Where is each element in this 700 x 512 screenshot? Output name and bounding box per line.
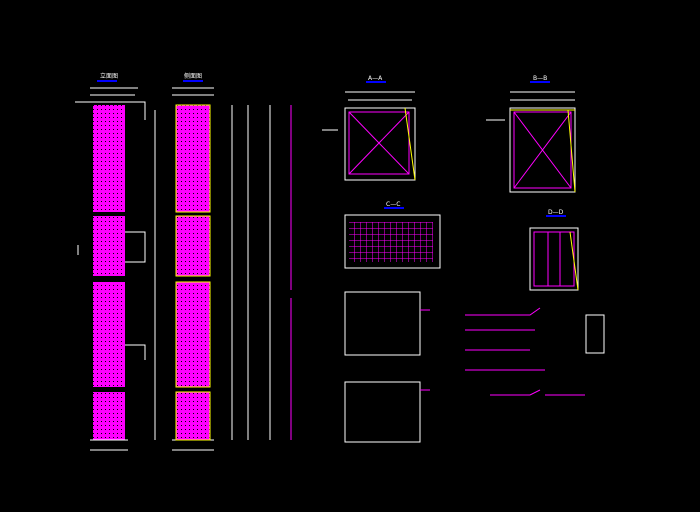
dimension-lines (322, 91, 415, 131)
rebar-segment (175, 104, 211, 213)
leader-lines (420, 309, 430, 391)
detail-box (585, 314, 605, 354)
rebar-segment (93, 392, 125, 440)
outline-edge (510, 109, 576, 193)
dimension-lines (172, 87, 214, 451)
section-outline (344, 107, 416, 181)
rebar-cage (533, 231, 575, 287)
section-c-c: C—C (344, 201, 441, 269)
outline-edge (569, 231, 579, 291)
dimension-lines (486, 91, 575, 121)
rebar-segment (93, 282, 125, 387)
outline-edge (404, 107, 416, 181)
rebar-cage (348, 111, 410, 175)
rebar-details (344, 291, 605, 443)
rebar-diagonals (513, 111, 572, 189)
rebar-grid (349, 222, 433, 262)
dimension-lines (77, 110, 156, 451)
side-title: 侧面图 (184, 72, 202, 80)
side-view: 侧面图 (172, 72, 292, 451)
rebar-diagonals (348, 111, 410, 175)
section-d-title: D—D (548, 209, 564, 216)
section-outline (529, 227, 579, 291)
section-c-title: C—C (386, 201, 400, 208)
section-b-b: B—B (486, 75, 576, 193)
section-outline (344, 214, 441, 269)
rebar-segment (175, 391, 211, 441)
detail-box (344, 291, 421, 356)
rebar-segment (175, 215, 211, 277)
bar-shapes (465, 307, 585, 396)
rebar-segment (175, 281, 211, 388)
section-d-d: D—D (529, 209, 579, 291)
section-b-title: B—B (533, 75, 547, 82)
section-a-title: A—A (368, 75, 383, 82)
elevation-title: 立面图 (100, 72, 118, 80)
elevation-view: 立面图 (75, 72, 156, 451)
rebar-segment (93, 216, 125, 276)
section-outline (509, 107, 576, 193)
rebar-segment (93, 105, 125, 212)
section-a-a: A—A (322, 75, 416, 181)
detail-box (344, 381, 421, 443)
dimension-lines (75, 87, 146, 120)
bar-lines (231, 105, 271, 440)
